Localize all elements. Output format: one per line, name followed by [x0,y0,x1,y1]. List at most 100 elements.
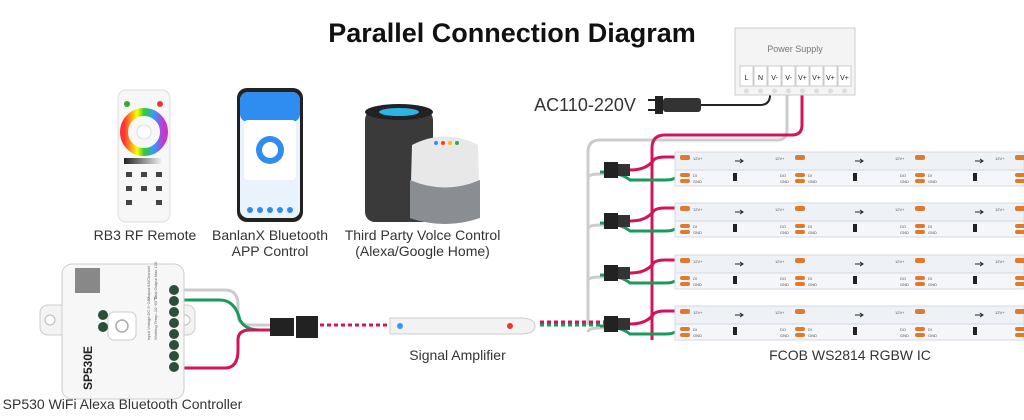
pad-di [680,276,690,280]
pad-label: 12V+ [775,156,785,161]
pad-vplus [795,155,805,160]
pad-vplus [915,258,925,263]
controller-terminal [169,329,179,339]
controller-terminal [169,340,179,350]
pad-gnd [915,179,925,183]
pad-gnd [915,282,925,286]
controller-terminal [169,362,179,372]
psu-screw [772,88,777,94]
pad-label: 12V+ [775,310,785,315]
pad-di [795,224,805,228]
pad-di [1015,173,1024,177]
pad-label: DI [693,327,697,332]
pad-di [1015,327,1024,331]
pad-vplus [1015,206,1024,211]
arrow-icon [975,312,984,318]
controller-spec: Working Temp:-10~60℃ [153,296,158,340]
pad-label: DI [808,327,812,332]
arrow-icon [855,312,864,318]
pad-label: DO [900,327,906,332]
jst-connector [618,164,630,176]
pad-label: 12V+ [895,259,905,264]
psu-screw [814,88,819,94]
controller-label: SP530 WiFi Alexa Bluetooth Controller [2,396,243,412]
page-title: Parallel Connection Diagram [328,18,696,48]
pad-gnd [915,230,925,234]
pad-label: 12V+ [895,207,905,212]
pad-label: DI [693,224,697,229]
pad-label: GND [900,179,909,184]
ic-chip [973,327,977,335]
pad-label: DO [900,224,906,229]
psu-terminal [753,65,768,87]
pad-label: GND [900,333,909,338]
pad-label: GND [808,179,817,184]
controller-terminal [169,307,179,317]
pad-label: GND [693,333,702,338]
psu-terminal [837,65,852,87]
pad-di [795,327,805,331]
pad-label: DI [928,173,932,178]
psu-terminal [739,65,754,87]
pad-gnd [795,282,805,286]
pad-di [915,173,925,177]
arrow-icon [735,158,744,164]
rf-remote-image [117,89,171,223]
pad-di [795,173,805,177]
controller-terminal [169,296,179,306]
red-power-wire [650,155,675,165]
arrow-icon [735,261,744,267]
pad-vplus [680,155,690,160]
pad-vplus [1015,309,1024,314]
psu-terminal-label: L [745,75,749,82]
pad-label: DI [693,276,697,281]
ic-chip [973,224,977,232]
pad-label: 12V+ [693,207,703,212]
pad-vplus [915,309,925,314]
ic-chip [733,224,737,232]
pad-vplus [680,309,690,314]
pad-label: 12V+ [693,156,703,161]
ic-chip [973,173,977,181]
strip-bottom [674,220,1024,238]
jst-connector [618,318,630,330]
pad-di [680,224,690,228]
controller-terminal [169,318,179,328]
ac-voltage-label: AC110-220V [534,95,636,115]
pad-label: GND [780,282,789,287]
pad-label: 12V+ [995,156,1005,161]
pad-label: GND [928,230,937,235]
pad-label: GND [780,230,789,235]
led-strips: 12V+DIGND12V+DIGNDDOGND12V+DIGNDDOGND12V… [586,151,1024,341]
pad-label: 12V+ [775,207,785,212]
psu-terminal [823,65,838,87]
pad-label: 12V+ [775,259,785,264]
voice-label-line1: Third Party Volce Control [344,227,501,243]
pad-di [680,173,690,177]
strip-label: FCOB WS2814 RGBW IC [769,347,931,363]
pad-vplus [1015,155,1024,160]
pad-label: GND [900,282,909,287]
controller-terminal [169,285,179,295]
pad-di [915,224,925,228]
pad-label: 12V+ [995,259,1005,264]
controller-spec: Input Voltage:DC 5~24V [146,297,151,340]
pad-label: DI [928,276,932,281]
strip-top [674,151,1024,171]
psu-terminal-label: V- [785,75,792,82]
pad-di [915,276,925,280]
pad-vplus [915,206,925,211]
controller-spec: Output:6A/Channel [146,266,151,300]
arrow-icon [975,158,984,164]
pad-label: GND [928,333,937,338]
psu-screw [758,88,763,94]
jst-connector [604,213,618,229]
pad-vplus [795,206,805,211]
pad-label: DI [693,173,697,178]
pad-label: DO [900,173,906,178]
app-label-line1: BanlanX Bluetooth [212,227,328,243]
pad-label: DI [928,327,932,332]
